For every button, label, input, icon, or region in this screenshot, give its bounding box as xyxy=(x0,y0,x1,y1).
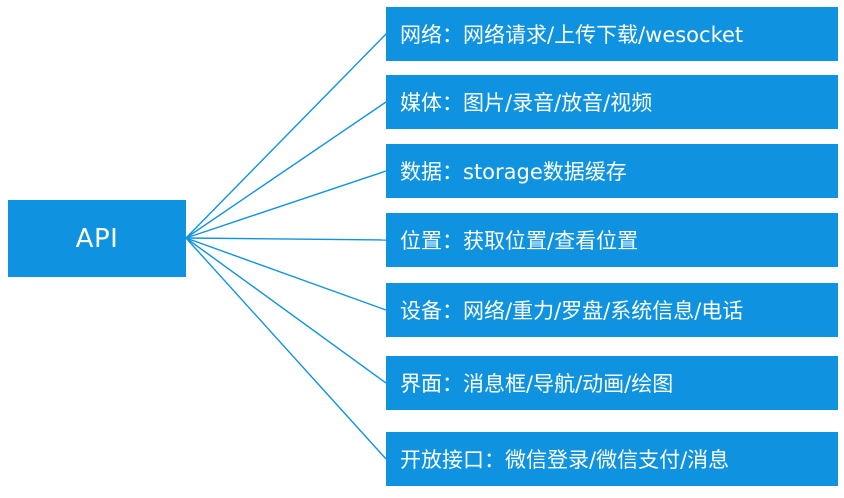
branch-node-label: 媒体：图片/录音/放音/视频 xyxy=(400,91,653,115)
branch-node-location: 位置：获取位置/查看位置 xyxy=(386,213,838,267)
connector-line-device xyxy=(185,237,387,311)
branch-node-open-api: 开放接口：微信登录/微信支付/消息 xyxy=(386,432,838,486)
connector-line-network xyxy=(185,33,387,239)
branch-node-device: 设备：网络/重力/罗盘/系统信息/电话 xyxy=(386,283,838,337)
branch-node-network: 网络：网络请求/上传下载/wesocket xyxy=(386,7,838,61)
branch-node-label: 网络：网络请求/上传下载/wesocket xyxy=(400,23,744,47)
connector-line-ui xyxy=(185,237,387,384)
branch-node-media: 媒体：图片/录音/放音/视频 xyxy=(386,75,838,129)
connector-line-open-api xyxy=(185,237,387,460)
branch-node-label: 界面：消息框/导航/动画/绘图 xyxy=(400,372,674,396)
connector-line-media xyxy=(185,101,387,239)
branch-node-label: 设备：网络/重力/罗盘/系统信息/电话 xyxy=(400,299,744,323)
branch-node-data: 数据：storage数据缓存 xyxy=(386,144,838,198)
branch-node-label: 开放接口：微信登录/微信支付/消息 xyxy=(400,448,730,472)
branch-node-ui: 界面：消息框/导航/动画/绘图 xyxy=(386,356,838,410)
connector-line-location xyxy=(185,237,387,241)
root-node-api: API xyxy=(8,200,186,277)
root-node-label: API xyxy=(75,223,119,254)
branch-node-label: 数据：storage数据缓存 xyxy=(400,160,627,184)
connector-line-data xyxy=(185,170,387,239)
branch-node-label: 位置：获取位置/查看位置 xyxy=(400,229,639,253)
